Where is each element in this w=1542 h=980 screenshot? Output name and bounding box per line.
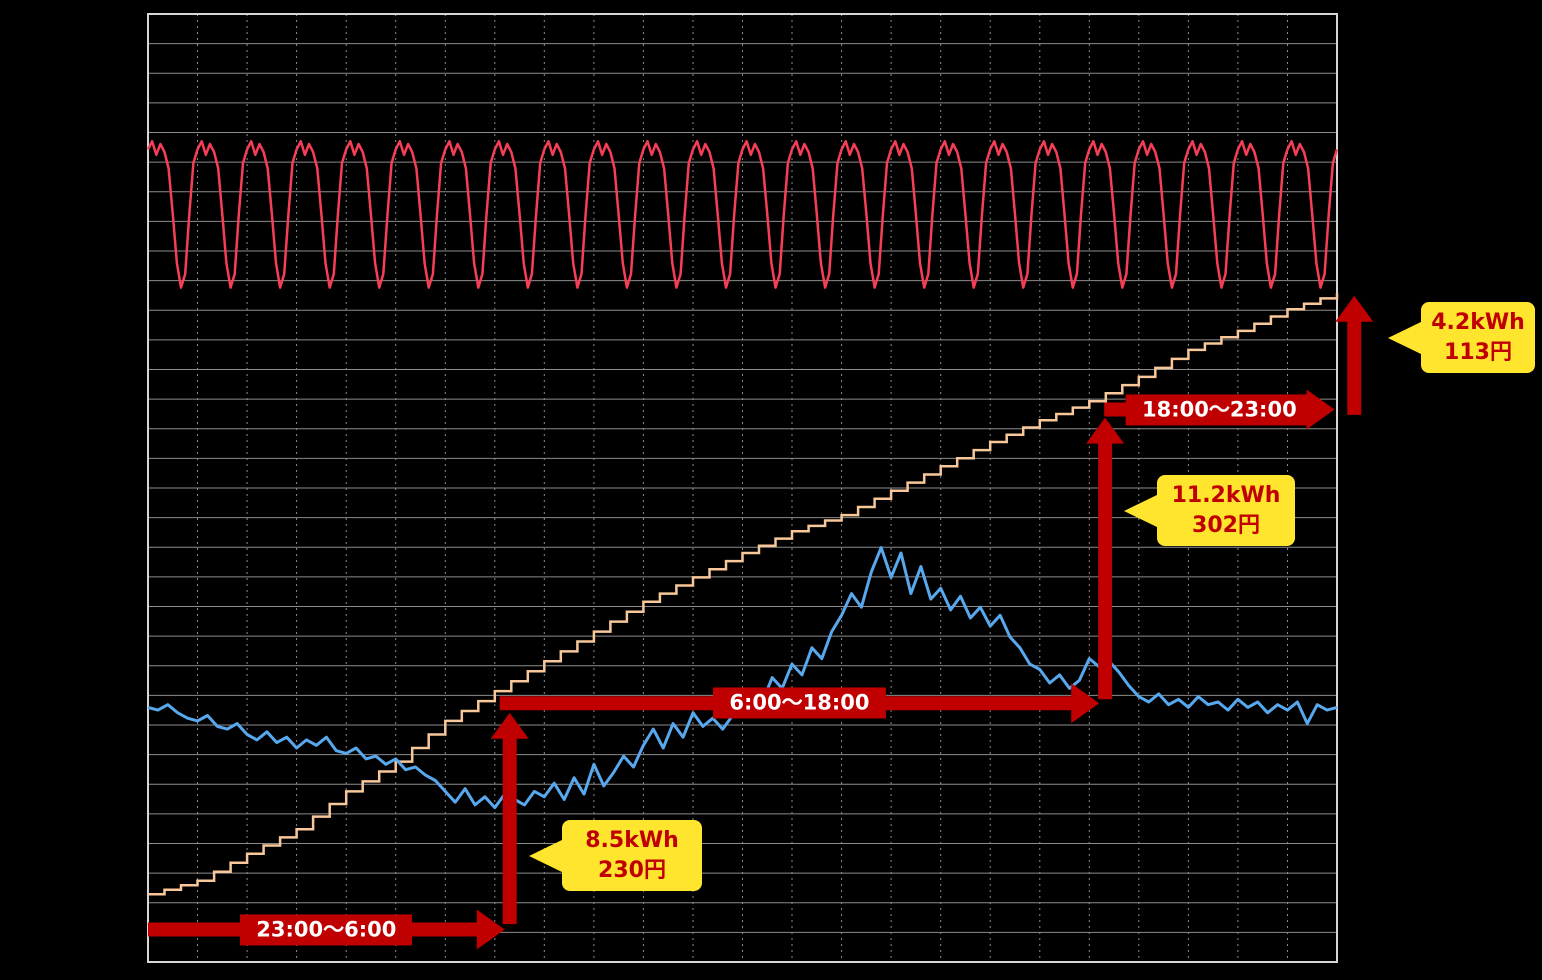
series-instant-power <box>147 546 1338 810</box>
span-arrow <box>1335 295 1374 415</box>
callout-cost-value: 230円 <box>598 857 666 883</box>
callout-day-usage: 11.2kWh 302円 <box>1124 475 1295 547</box>
series-cycling-appliance <box>146 140 1339 289</box>
callout-pointer-icon <box>529 838 564 873</box>
period-label-evening: 18:00〜23:00 <box>1125 393 1313 426</box>
period-label-night: 23:00〜6:00 <box>240 913 413 946</box>
span-arrow <box>1086 417 1125 700</box>
callout-pointer-icon <box>1388 320 1423 355</box>
callout-cost-value: 113円 <box>1444 339 1512 365</box>
callout-cost-value: 302円 <box>1192 512 1260 538</box>
callout-kwh-value: 11.2kWh <box>1171 483 1281 508</box>
callout-kwh-value: 8.5kWh <box>585 828 679 853</box>
callout-kwh-value: 4.2kWh <box>1431 310 1525 335</box>
series-cumulative-energy <box>148 293 1339 896</box>
period-label-day: 6:00〜18:00 <box>713 687 886 719</box>
callout-night-usage: 8.5kWh 230円 <box>529 820 702 892</box>
span-arrow <box>490 712 529 925</box>
plot-border <box>147 13 1338 963</box>
callout-evening-usage: 4.2kWh 113円 <box>1388 302 1535 374</box>
callout-pointer-icon <box>1124 493 1159 528</box>
